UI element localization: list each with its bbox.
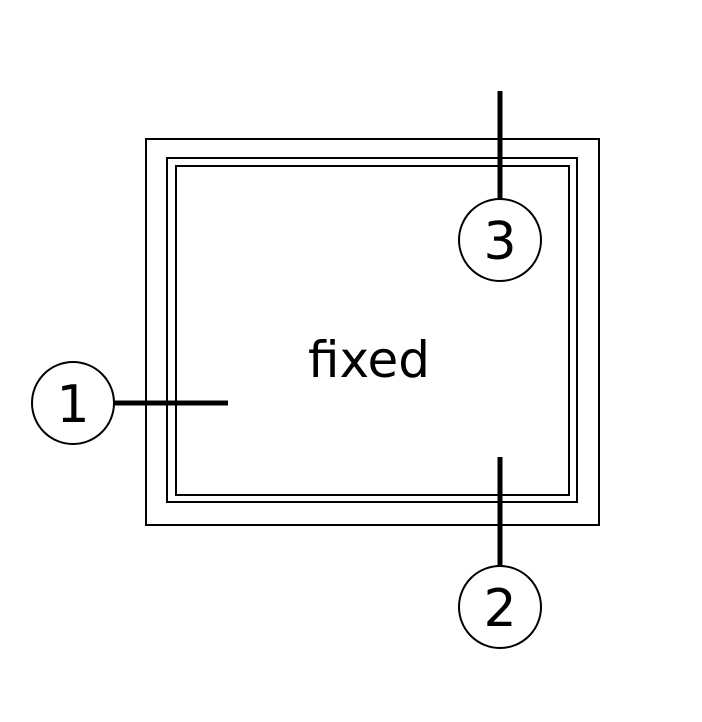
callout-3-circle [458, 198, 542, 282]
callout-3-number: 3 [483, 212, 516, 272]
middle-frame [166, 157, 578, 503]
callout-2-circle [458, 565, 542, 649]
inner-frame [175, 165, 570, 496]
callout-2-number: 2 [483, 579, 516, 639]
callout-1-number: 1 [56, 375, 89, 435]
fixed-label: fixed [308, 331, 430, 389]
outer-frame [145, 138, 600, 526]
callout-1-circle [31, 361, 115, 445]
